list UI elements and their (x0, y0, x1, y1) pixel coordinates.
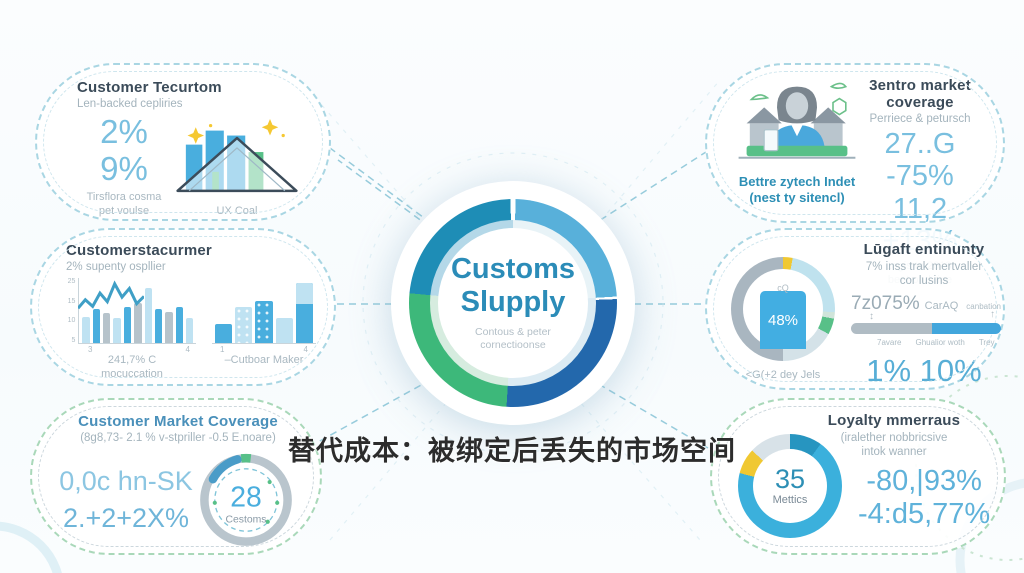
bar-label: Ghualior woth (915, 337, 965, 347)
gauge-value: 28 (230, 482, 262, 514)
cup-icon (763, 129, 779, 152)
center-subtitle: cornectioonse (480, 339, 546, 352)
stat-value: -80,|93% (866, 465, 982, 498)
stat-value: 1% 10% (866, 352, 982, 388)
panel-subtitle: intok wanner (861, 446, 927, 459)
illustration-label: UX Coal (216, 205, 258, 217)
illustration-label: (nest ty sitencl) (749, 190, 845, 206)
chart-caption: –Cutboar Maker (224, 354, 304, 366)
center-subtitle: Contous & peter (475, 325, 551, 338)
gauge-value: 48% (760, 291, 806, 349)
person-at-desk-icon (738, 82, 856, 159)
panel-title: Loyalty mmerraus (827, 412, 961, 429)
metrics-donut: 35 Mettics (738, 433, 842, 538)
person-icon (769, 86, 825, 151)
illustration-label: Bettre zytech Indet (738, 174, 856, 189)
stat-value: 27..G -75% (884, 128, 956, 193)
stat-caption: Tirsflora cosma (86, 190, 162, 203)
overlay-caption: 替代成本：被绑定后丢失的市场空间 (288, 436, 736, 466)
bar-heading-suffix: CarAQ (924, 299, 959, 312)
sparkle-icon (261, 119, 279, 136)
progress-bar (851, 322, 1001, 334)
panel-subtitle: Len-backed cepliries (77, 98, 183, 110)
panel-title: Customer Market Coverage (78, 413, 278, 430)
center-title: Customs (450, 253, 576, 286)
gauge-note: cQ (777, 283, 789, 293)
panel-customer-market-coverage: Customer Market Coverage (8g8,73- 2.1 % … (30, 398, 322, 555)
panel-customerstacurmer: Customerstacurmer 2% supenty ospllier 25… (30, 228, 336, 386)
city-growth-icon (176, 119, 298, 193)
panel-title: Customerstacurmer (66, 242, 212, 259)
panel-subtitle: 7% inss trak mertvaller (865, 261, 983, 273)
sparkle-icon (187, 127, 204, 144)
chart-caption: mocuccation (101, 367, 163, 380)
panel-title: 3entro market coverage (869, 77, 971, 111)
panel-subtitle: (iralether nobbricsive (840, 432, 948, 444)
bar-series (78, 278, 197, 344)
percent-gauge: cQ 48% (731, 257, 835, 361)
panel-customer-tecurtom: Customer Tecurtom Len-backed cepliries 2… (35, 63, 331, 221)
bar-heading: 7z075% (851, 292, 920, 314)
chart-caption: 241,7% C (107, 354, 157, 366)
stat-value: 2% (100, 113, 148, 150)
bar-line-chart: 25 15 10 5 3 4 241,7% C mocuccation (66, 278, 198, 382)
donut-value: 35 (774, 463, 806, 494)
stat-caption: pet voulse (98, 204, 150, 217)
stat-value: 9% (100, 149, 148, 187)
bar-chart: 1 4 –Cutboar Maker (212, 278, 316, 382)
donut-label: Mettics (772, 493, 808, 506)
stat-value: 0,0c hn-SK (59, 466, 193, 496)
bar-label: 7avare (877, 337, 902, 347)
panel-lugaft-entinunty: cQ 48% <G(+2 dey Jels Lūgaft entinunty 7… (705, 228, 1005, 390)
up-arrow-icon: ↑ (990, 308, 995, 320)
center-donut-chart: Customs Slupply Contous & peter cornecti… (409, 199, 617, 407)
panel-title: Customer Tecurtom (77, 79, 222, 96)
bar-note: canbation (966, 301, 1001, 311)
bar-series (212, 278, 316, 344)
stat-value: 2.+2+2X% (62, 503, 190, 533)
bar-label: Trey (978, 337, 995, 347)
panel-loyalty-mmerraus: Loyalty mmerraus (iralether nobbricsive … (710, 398, 1006, 555)
coverage-gauge: 28 Cestoms (200, 453, 292, 546)
panel-subtitle: (8g8,73- 2.1 % v-stpriller -0.5 E.noare) (80, 432, 276, 444)
gauge-caption: <G(+2 dey Jels (745, 369, 821, 381)
center-title: Slupply (460, 286, 566, 319)
panel-3entro-market-coverage: Bettre zytech Indet (nest ty sitencl) 3e… (705, 63, 1005, 286)
panel-title: Lūgaft entinunty (863, 241, 985, 258)
panel-subtitle: 2% supenty ospllier (66, 261, 166, 273)
panel-subtitle: cor lusins (899, 275, 949, 288)
stat-value: -4:d5,77% (858, 497, 991, 530)
up-arrow-icon: ↕ (869, 310, 874, 322)
gauge-label: Cestoms (226, 515, 267, 526)
panel-subtitle: Perriece & petursch (869, 113, 971, 125)
